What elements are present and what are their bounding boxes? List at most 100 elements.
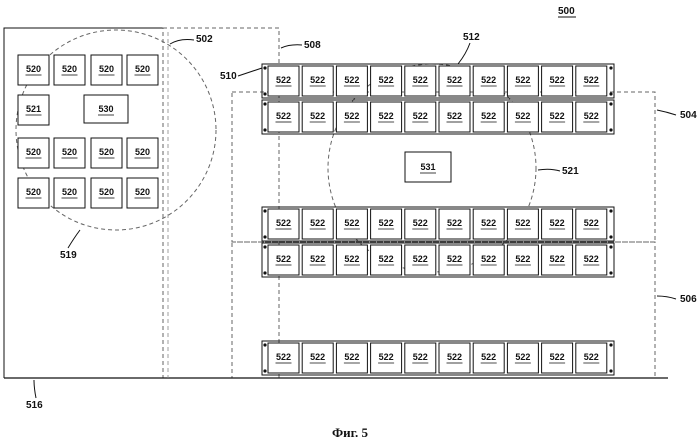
module-522-r2c2: 522 xyxy=(336,209,367,239)
module-522-r4c2: 522 xyxy=(336,343,367,373)
module-522-r4c3-label: 522 xyxy=(379,352,394,362)
rack-0-screw-1 xyxy=(263,92,266,95)
module-522-r0c4-label: 522 xyxy=(413,75,428,85)
module-522-r4c4: 522 xyxy=(405,343,436,373)
leader-521 xyxy=(538,169,560,171)
device-520-r1c2: 520 xyxy=(91,138,122,168)
device-520-r0c2: 520 xyxy=(91,55,122,85)
device-521-label: 521 xyxy=(26,104,41,114)
module-522-r0c1-label: 522 xyxy=(310,75,325,85)
rack-2: 522522522522522522522522522522 xyxy=(262,207,614,241)
module-522-r2c8: 522 xyxy=(542,209,573,239)
module-522-r3c1: 522 xyxy=(302,245,333,275)
device-520-r2c0-label: 520 xyxy=(26,187,41,197)
figure-number: 500 xyxy=(558,6,575,17)
module-522-r4c1: 522 xyxy=(302,343,333,373)
module-522-r4c2-label: 522 xyxy=(344,352,359,362)
module-522-r2c9: 522 xyxy=(576,209,607,239)
module-522-r2c3-label: 522 xyxy=(379,218,394,228)
module-522-r4c8: 522 xyxy=(542,343,573,373)
module-522-r2c6: 522 xyxy=(473,209,504,239)
rack-1-screw-1 xyxy=(263,128,266,131)
module-522-r3c3: 522 xyxy=(371,245,402,275)
module-522-r3c0: 522 xyxy=(268,245,299,275)
ref-506: 506 xyxy=(680,294,697,305)
rack-0-screw-0 xyxy=(263,66,266,69)
module-522-r3c6-label: 522 xyxy=(481,254,496,264)
module-522-r1c9-label: 522 xyxy=(584,111,599,121)
module-522-r2c2-label: 522 xyxy=(344,218,359,228)
device-520-r0c1-label: 520 xyxy=(62,64,77,74)
module-522-r2c0-label: 522 xyxy=(276,218,291,228)
device-520-r1c3-label: 520 xyxy=(135,147,150,157)
rack-1: 522522522522522522522522522522 xyxy=(262,100,614,134)
module-522-r1c1: 522 xyxy=(302,102,333,132)
module-522-r0c0: 522 xyxy=(268,66,299,96)
rack-group: 5225225225225225225225225225225225225225… xyxy=(262,64,614,375)
module-522-r4c7-label: 522 xyxy=(515,352,530,362)
module-522-r4c7: 522 xyxy=(507,343,538,373)
module-522-r1c5: 522 xyxy=(439,102,470,132)
rack-2-screw-0 xyxy=(263,209,266,212)
device-520-r0c0: 520 xyxy=(18,55,49,85)
leader-504 xyxy=(657,110,676,115)
device-520-r0c1: 520 xyxy=(54,55,85,85)
device-520-r1c2-label: 520 xyxy=(99,147,114,157)
module-522-r2c4-label: 522 xyxy=(413,218,428,228)
module-522-r0c2-label: 522 xyxy=(344,75,359,85)
module-522-r0c9: 522 xyxy=(576,66,607,96)
rack-1-screw-3 xyxy=(609,128,612,131)
module-522-r3c2: 522 xyxy=(336,245,367,275)
module-522-r1c2: 522 xyxy=(336,102,367,132)
leader-506 xyxy=(657,296,676,299)
central-label-530: 530 xyxy=(98,104,113,114)
leader-502 xyxy=(170,40,194,45)
rack-0-screw-3 xyxy=(609,92,612,95)
module-522-r4c9-label: 522 xyxy=(584,352,599,362)
module-522-r4c9: 522 xyxy=(576,343,607,373)
rack-0: 522522522522522522522522522522 xyxy=(262,64,614,98)
device-520-r0c2-label: 520 xyxy=(99,64,114,74)
module-522-r0c0-label: 522 xyxy=(276,75,291,85)
module-522-r3c8: 522 xyxy=(542,245,573,275)
module-522-r3c6: 522 xyxy=(473,245,504,275)
module-522-r3c8-label: 522 xyxy=(550,254,565,264)
module-522-r2c1-label: 522 xyxy=(310,218,325,228)
module-522-r4c4-label: 522 xyxy=(413,352,428,362)
module-522-r3c0-label: 522 xyxy=(276,254,291,264)
ref-516: 516 xyxy=(26,400,43,411)
module-522-r4c3: 522 xyxy=(371,343,402,373)
rack-1-screw-2 xyxy=(609,102,612,105)
module-522-r3c9: 522 xyxy=(576,245,607,275)
module-522-r0c2: 522 xyxy=(336,66,367,96)
module-522-r0c3-label: 522 xyxy=(379,75,394,85)
module-522-r3c2-label: 522 xyxy=(344,254,359,264)
device-520-r2c1-label: 520 xyxy=(62,187,77,197)
ref-502: 502 xyxy=(196,34,213,45)
ref-508: 508 xyxy=(304,40,321,51)
module-522-r1c6: 522 xyxy=(473,102,504,132)
rack-0-screw-2 xyxy=(609,66,612,69)
module-522-r4c6-label: 522 xyxy=(481,352,496,362)
module-522-r0c1: 522 xyxy=(302,66,333,96)
rack-3-screw-0 xyxy=(263,245,266,248)
module-522-r3c9-label: 522 xyxy=(584,254,599,264)
module-522-r2c7-label: 522 xyxy=(515,218,530,228)
module-522-r1c7-label: 522 xyxy=(515,111,530,121)
module-522-r4c0: 522 xyxy=(268,343,299,373)
module-522-r1c8-label: 522 xyxy=(550,111,565,121)
module-522-r4c6: 522 xyxy=(473,343,504,373)
module-522-r1c5-label: 522 xyxy=(447,111,462,121)
device-520-r0c3-label: 520 xyxy=(135,64,150,74)
rack-2-screw-2 xyxy=(609,209,612,212)
module-522-r0c8-label: 522 xyxy=(550,75,565,85)
device-520-r2c3: 520 xyxy=(127,178,158,208)
rack-4: 522522522522522522522522522522 xyxy=(262,341,614,375)
device-520-r1c0: 520 xyxy=(18,138,49,168)
module-522-r2c3: 522 xyxy=(371,209,402,239)
module-522-r3c7: 522 xyxy=(507,245,538,275)
module-522-r4c1-label: 522 xyxy=(310,352,325,362)
device-520-r0c0-label: 520 xyxy=(26,64,41,74)
leader-510 xyxy=(238,68,262,76)
